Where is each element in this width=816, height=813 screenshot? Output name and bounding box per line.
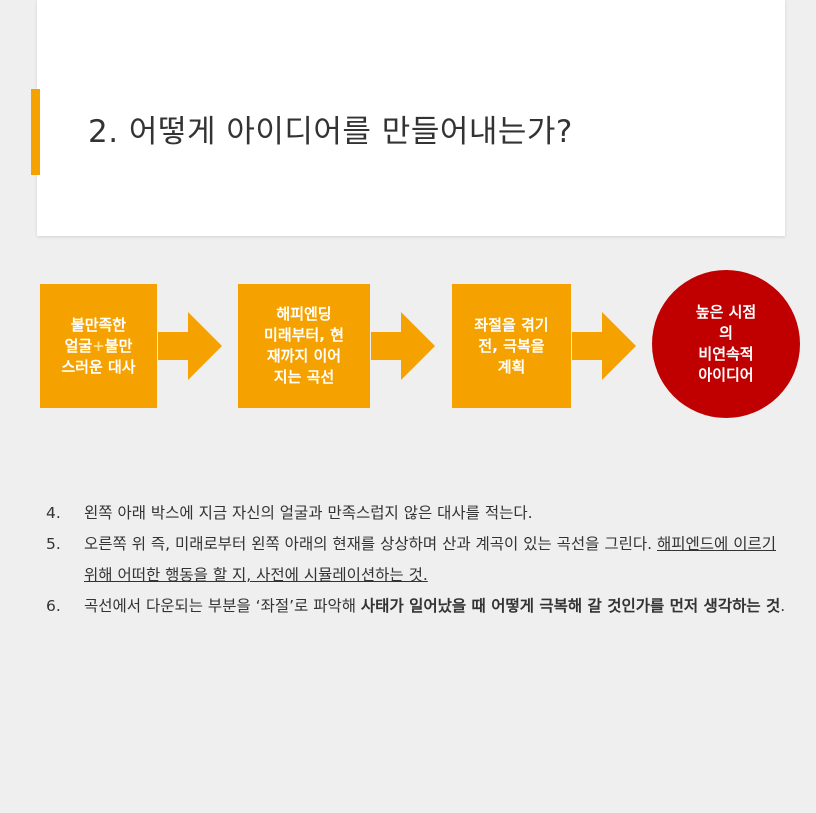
list-item-underlined-text: 해피엔드에 이르기 위해 어떠한 행동을 할 지, 사전에 시뮬레이션하는 것. (84, 535, 777, 584)
list-item-text: 오른쪽 위 즉, 미래로부터 왼쪽 아래의 현재를 상상하며 산과 계곡이 있는… (84, 535, 658, 553)
list-item-6: 6. 곡선에서 다운되는 부분을 ‘좌절’로 파악해 사태가 일어났을 때 어떻… (46, 591, 786, 622)
flow-step-2-text: 해피엔딩 미래부터, 현 재까지 이어 지는 곡선 (264, 305, 344, 386)
list-item-bold-text: 사태가 일어났을 때 어떻게 극복해 갈 것인가를 먼저 생각하는 것 (360, 597, 781, 615)
list-item-5: 5. 오른쪽 위 즉, 미래로부터 왼쪽 아래의 현재를 상상하며 산과 계곡이… (46, 529, 786, 591)
flow-step-current-face: 불만족한 얼굴+불만 스러운 대사 (40, 284, 157, 408)
title-accent-bar (31, 89, 40, 175)
list-number: 6. (46, 597, 61, 615)
flow-step-happy-curve: 해피엔딩 미래부터, 현 재까지 이어 지는 곡선 (238, 284, 370, 408)
title-card (37, 0, 785, 236)
list-number: 4. (46, 504, 61, 522)
flow-step-1-text: 불만족한 얼굴+불만 스러운 대사 (61, 315, 135, 378)
flow-arrow-right-icon (371, 312, 435, 380)
list-item-text: 왼쪽 아래 박스에 지금 자신의 얼굴과 만족스럽지 않은 대사를 적는다. (84, 504, 533, 522)
page-title: 2. 어떻게 아이디어를 만들어내는가? (88, 114, 573, 150)
flow-result-text: 높은 시점 의 비연속적 아이디어 (695, 303, 757, 384)
flow-step-1-part2: 불만 스러운 대사 (61, 336, 136, 376)
list-number: 5. (46, 535, 61, 553)
list-item-text: 곡선에서 다운되는 부분을 ‘좌절’로 파악해 (84, 597, 361, 615)
flow-arrow-right-icon (158, 312, 222, 380)
list-item-end-text: . (780, 597, 786, 615)
flow-diagram: 불만족한 얼굴+불만 스러운 대사 해피엔딩 미래부터, 현 재까지 이어 지는… (0, 260, 816, 430)
flow-step-plan-overcome: 좌절을 겪기 전, 극복을 계획 (452, 284, 571, 408)
instruction-list: 4. 왼쪽 아래 박스에 지금 자신의 얼굴과 만족스럽지 않은 대사를 적는다… (46, 498, 786, 622)
flow-step-1-part1: 불만족한 얼굴 (64, 315, 127, 355)
flow-arrow-right-icon (572, 312, 636, 380)
flow-step-1-plus: + (92, 336, 105, 355)
list-item-4: 4. 왼쪽 아래 박스에 지금 자신의 얼굴과 만족스럽지 않은 대사를 적는다… (46, 498, 786, 529)
flow-result-circle: 높은 시점 의 비연속적 아이디어 (652, 270, 800, 418)
flow-step-3-text: 좌절을 겪기 전, 극복을 계획 (474, 315, 549, 376)
